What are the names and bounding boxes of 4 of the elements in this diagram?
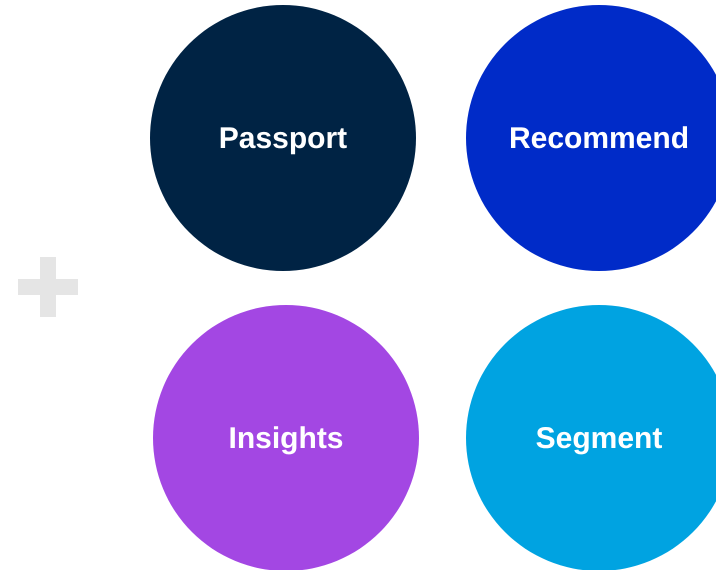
circle-label: Segment	[536, 420, 662, 456]
circle-label: Recommend	[508, 120, 690, 156]
circle-label: Insights	[228, 420, 344, 456]
circle-label: Passport	[218, 120, 348, 156]
